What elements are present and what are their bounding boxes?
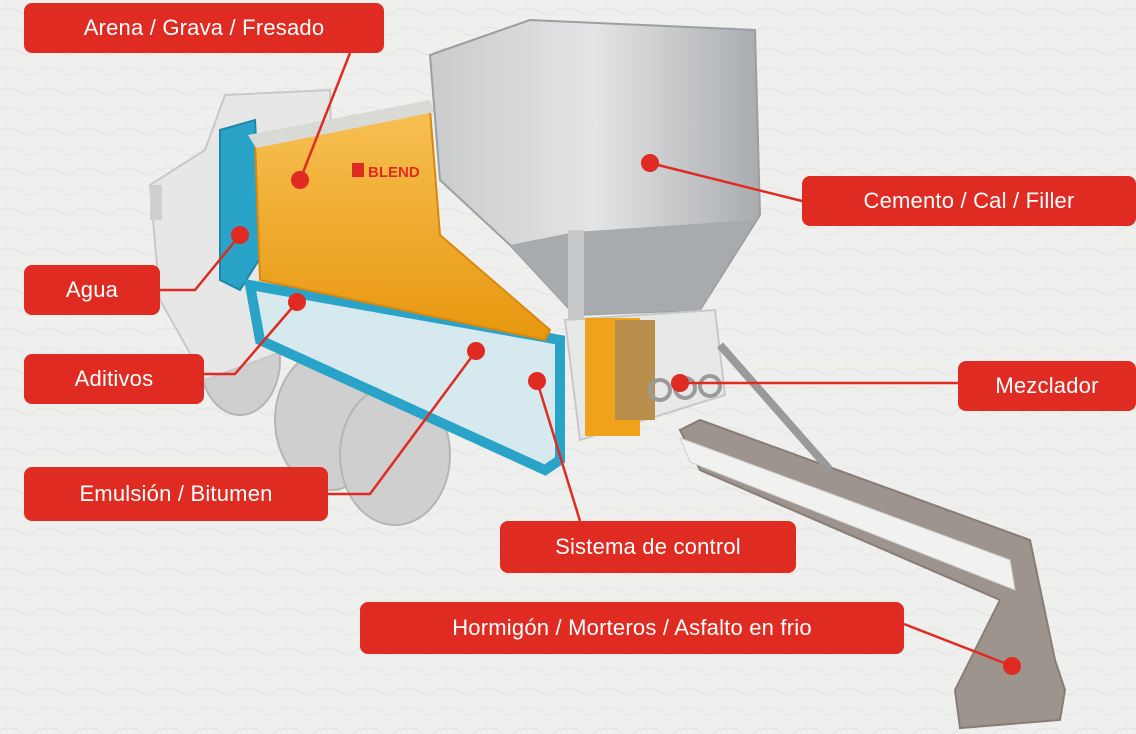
dot-hormigon <box>1003 657 1021 675</box>
callout-lines <box>160 52 1013 668</box>
discharge-chute <box>678 418 1067 730</box>
blend-logo: BLEND <box>352 163 420 181</box>
label-arena-grava-fresado: Arena / Grava / Fresado <box>24 3 384 53</box>
chute-arm <box>716 342 834 473</box>
label-sistema-de-control: Sistema de control <box>500 521 796 573</box>
label-agua: Agua <box>24 265 160 315</box>
label-hormigon-morteros-asfalto: Hormigón / Morteros / Asfalto en frio <box>360 602 904 654</box>
dot-cemento <box>641 154 659 172</box>
dot-arena <box>291 171 309 189</box>
label-emulsion-bitumen: Emulsión / Bitumen <box>24 467 328 521</box>
label-mezclador: Mezclador <box>958 361 1136 411</box>
cooling-grid <box>615 320 655 420</box>
dot-mezclador <box>671 374 689 392</box>
side-mirror <box>150 185 162 220</box>
chute-liner <box>679 437 1016 591</box>
dot-aditivos <box>288 293 306 311</box>
label-aditivos: Aditivos <box>24 354 204 404</box>
label-cemento-cal-filler: Cemento / Cal / Filler <box>802 176 1136 226</box>
dot-emulsion <box>467 342 485 360</box>
aggregate-hopper-top <box>248 100 435 148</box>
dot-control <box>528 372 546 390</box>
dot-agua <box>231 226 249 244</box>
svg-text:BLEND: BLEND <box>368 164 420 181</box>
callout-dots <box>231 154 1021 675</box>
